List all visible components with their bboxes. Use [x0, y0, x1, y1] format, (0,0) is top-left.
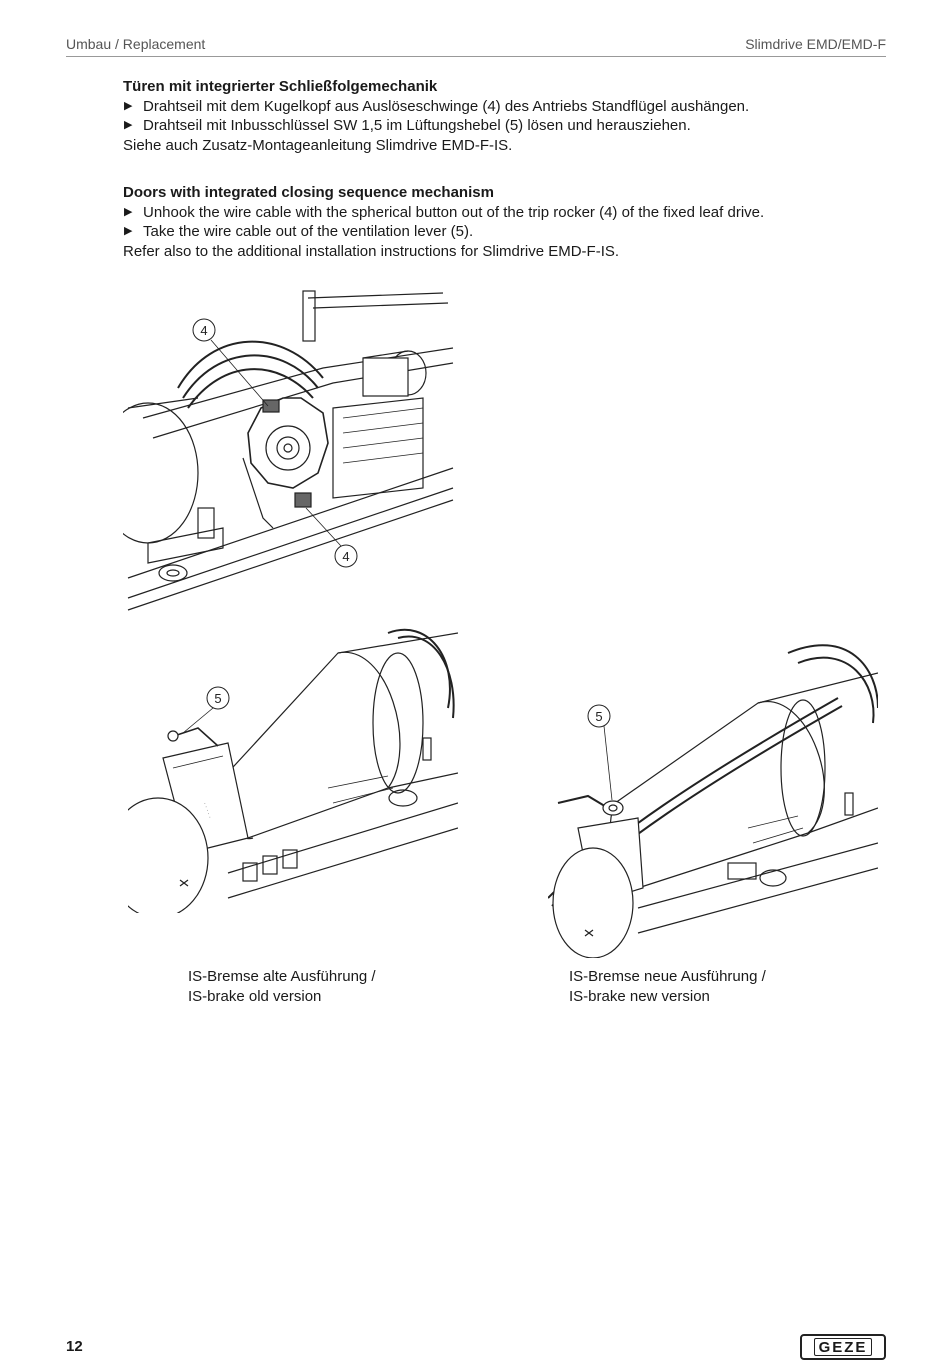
instruction-item: ▶Drahtseil mit Inbusschlüssel SW 1,5 im … — [124, 117, 691, 134]
bullet-arrow-icon: ▶ — [124, 205, 133, 218]
bullet-arrow-icon: ▶ — [124, 99, 133, 112]
caption-new-version: IS-Bremse neue Ausführung / IS-brake new… — [569, 967, 766, 1007]
instruction-list: ▶Drahtseil mit dem Kugelkopf aus Auslöse… — [123, 97, 843, 136]
bullet-arrow-icon: ▶ — [124, 119, 133, 131]
section-german: Türen mit integrierter Schließfolgemecha… — [123, 77, 843, 155]
header-section-title: Umbau / Replacement — [66, 36, 206, 52]
header-product-name: Slimdrive EMD/EMD-F — [745, 36, 886, 52]
callout-label: 4 — [342, 549, 349, 564]
bullet-arrow-icon: ▶ — [124, 225, 133, 237]
callout-label: 5 — [214, 691, 221, 706]
page-number: 12 — [66, 1338, 83, 1355]
section-title: Doors with integrated closing sequence m… — [123, 184, 494, 201]
caption-line: IS-brake old version — [188, 988, 322, 1005]
callout-label: 5 — [595, 709, 602, 724]
section-english: Doors with integrated closing sequence m… — [123, 183, 843, 261]
caption-line: IS-Bremse alte Ausführung / — [188, 968, 376, 985]
reference-note: Refer also to the additional installatio… — [123, 242, 620, 260]
drive-trip-rocker-illustration: 4 4 — [123, 288, 458, 613]
instruction-item: ▶Unhook the wire cable with the spherica… — [124, 203, 765, 221]
is-brake-old-illustration: · · · · · 5 — [128, 628, 458, 913]
callout-label: 4 — [200, 323, 207, 338]
svg-text:· · · · ·: · · · · · — [201, 802, 212, 820]
geze-logo: GEZE — [800, 1334, 886, 1360]
caption-line: IS-Bremse neue Ausführung / — [569, 968, 766, 985]
is-brake-new-illustration: 5 — [548, 628, 878, 958]
reference-note: Siehe auch Zusatz-Montageanleitung Slimd… — [123, 136, 513, 154]
section-title: Türen mit integrierter Schließfolgemecha… — [123, 78, 438, 95]
instruction-item: ▶Drahtseil mit dem Kugelkopf aus Auslöse… — [124, 97, 750, 115]
instruction-list: ▶Unhook the wire cable with the spherica… — [123, 203, 843, 242]
caption-line: IS-brake new version — [569, 988, 710, 1005]
caption-old-version: IS-Bremse alte Ausführung / IS-brake old… — [188, 967, 376, 1007]
logo-text: GEZE — [813, 1338, 873, 1356]
header-divider — [66, 56, 886, 57]
instruction-item: ▶Take the wire cable out of the ventilat… — [124, 223, 474, 240]
